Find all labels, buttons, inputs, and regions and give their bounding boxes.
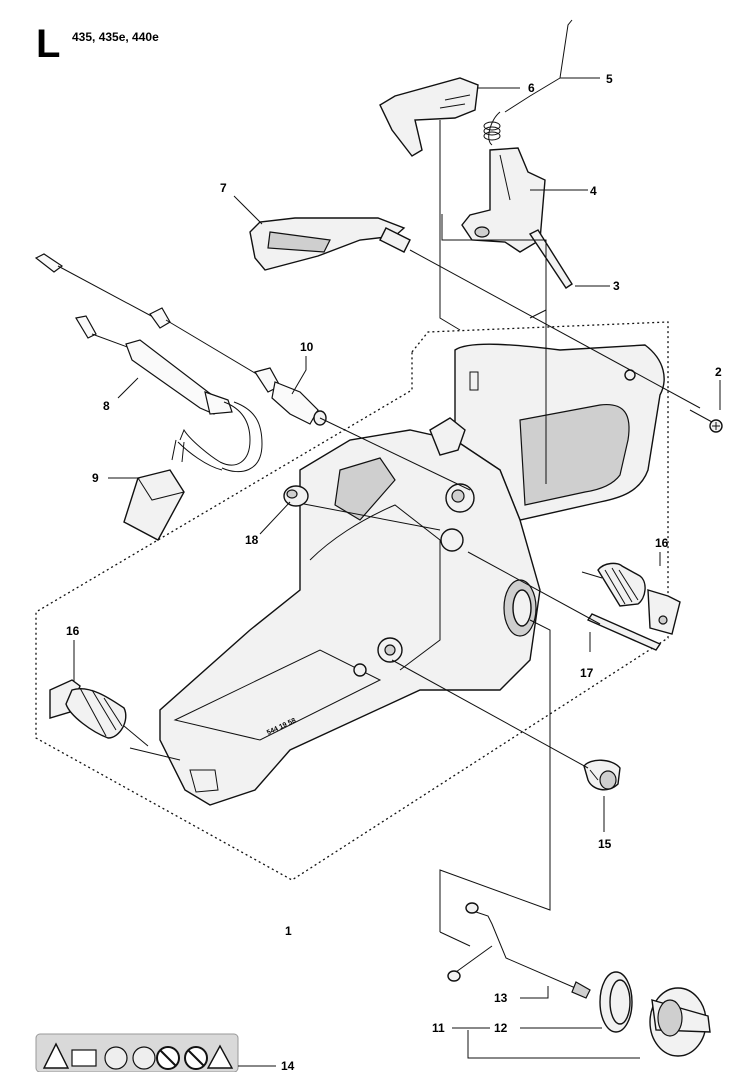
callout-17: 17 [580,666,594,680]
callout-3: 3 [613,279,620,293]
callout-1: 1 [285,924,292,938]
callout-15: 15 [598,837,612,851]
callout-6: 6 [528,81,535,95]
bushing [283,485,309,507]
warning-label [35,1033,239,1072]
assembly-boundary [35,321,669,881]
leader-lines [73,77,721,1067]
callout-4: 4 [590,184,597,198]
callout-11: 11 [432,1021,445,1035]
callout-9: 9 [92,471,99,485]
callout-5: 5 [606,72,613,86]
callout-10: 10 [300,340,314,354]
callout-8: 8 [103,399,110,413]
av-spring-left [49,679,149,747]
callout-16-right: 16 [655,536,669,550]
callout-12: 12 [494,1021,508,1035]
callout-2: 2 [715,365,722,379]
throttle-lockout [379,77,479,157]
av-pin [586,613,662,651]
callout-14: 14 [281,1059,295,1072]
trigger-pin [528,229,573,289]
throttle-cable [34,253,327,426]
callout-18: 18 [245,533,259,547]
model-list: 435, 435e, 440e [72,30,159,44]
callout-13: 13 [494,991,508,1005]
fuel-filter [123,428,223,541]
av-spring-right [581,562,681,635]
short-cable [75,315,263,473]
callout-7: 7 [220,181,227,195]
section-letter: L [36,22,61,66]
fuel-cap-assembly [447,902,711,1057]
callout-16-left: 16 [66,624,80,638]
fuel-tank-housing: 544 19 58 [159,343,665,806]
callout-labels: 1 2 3 4 5 6 7 8 9 10 11 12 13 14 15 16 1… [66,72,722,1072]
vent-fitting [583,759,621,791]
throttle-trigger [461,147,546,253]
screw [689,409,723,433]
